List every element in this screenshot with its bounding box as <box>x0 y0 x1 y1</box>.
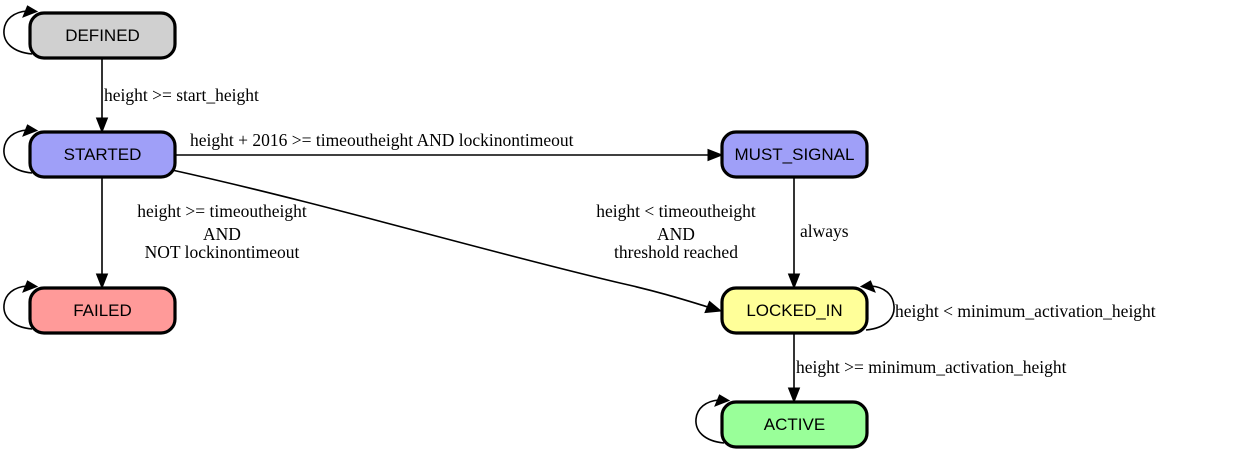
state-node-active-label: ACTIVE <box>764 415 825 434</box>
arrowhead-icon <box>95 273 109 290</box>
self-loop-locked-in <box>859 280 895 331</box>
edge-label-started-to-failed: height >= timeoutheight AND NOT lockinon… <box>137 201 307 262</box>
state-node-failed[interactable]: FAILED <box>28 286 177 335</box>
edge-label-locked-in-to-active: height >= minimum_activation_height <box>796 357 1067 377</box>
state-node-locked-in[interactable]: LOCKED_IN <box>720 286 869 335</box>
edge-line <box>3 129 33 174</box>
arrowhead-icon <box>787 273 801 290</box>
arrowhead-icon <box>704 300 723 314</box>
edge-label-locked-in-self: height < minimum_activation_height <box>895 301 1156 321</box>
state-node-defined-label: DEFINED <box>65 26 140 45</box>
edge-locked-in-to-active <box>787 333 801 404</box>
state-node-started[interactable]: STARTED <box>28 130 177 179</box>
state-node-must-signal-label: MUST_SIGNAL <box>735 145 855 164</box>
edge-line <box>865 285 895 331</box>
edge-line <box>695 399 725 444</box>
arrowhead-icon <box>95 117 109 134</box>
arrowhead-icon <box>714 394 731 407</box>
state-node-failed-shape[interactable] <box>28 286 177 335</box>
edge-label-started-to-failed-line3: NOT lockinontimeout <box>145 242 300 262</box>
arrowhead-icon <box>22 5 39 18</box>
edge-label-started-to-locked-in-line3: threshold reached <box>614 242 738 262</box>
arrowhead-icon <box>787 387 801 404</box>
state-node-started-label: STARTED <box>64 145 142 164</box>
edge-label-started-to-locked-in: height < timeoutheight AND threshold rea… <box>596 201 756 262</box>
edge-line <box>171 169 709 308</box>
edge-label-started-to-must-signal: height + 2016 >= timeoutheight AND locki… <box>190 130 574 150</box>
edge-label-defined-to-started: height >= start_height <box>104 85 259 105</box>
edge-label-started-to-locked-in-line2: AND <box>657 224 695 244</box>
edge-started-to-failed <box>95 177 109 290</box>
edge-label-started-to-locked-in-line1: height < timeoutheight <box>596 201 756 221</box>
edge-line <box>3 10 33 55</box>
edge-must-signal-to-locked-in <box>787 177 801 290</box>
state-node-must-signal-shape[interactable] <box>720 130 869 179</box>
edge-label-started-to-failed-line1: height >= timeoutheight <box>137 201 307 221</box>
state-node-started-shape[interactable] <box>28 130 177 179</box>
state-node-must-signal[interactable]: MUST_SIGNAL <box>720 130 869 179</box>
arrowhead-icon <box>22 280 39 293</box>
state-node-active-shape[interactable] <box>720 400 869 449</box>
edge-started-to-locked-in <box>171 169 723 314</box>
edge-defined-to-started <box>95 58 109 134</box>
self-loop-failed <box>3 280 39 330</box>
state-node-active[interactable]: ACTIVE <box>720 400 869 449</box>
state-node-locked-in-shape[interactable] <box>720 286 869 335</box>
self-loop-active <box>695 394 731 444</box>
self-loop-started <box>3 124 39 174</box>
state-node-defined-shape[interactable] <box>28 11 177 60</box>
arrowhead-icon <box>22 124 39 137</box>
state-node-failed-label: FAILED <box>73 301 132 320</box>
self-loop-defined <box>3 5 39 55</box>
state-node-defined[interactable]: DEFINED <box>28 11 177 60</box>
edge-started-to-must-signal <box>175 148 724 162</box>
arrowhead-icon <box>859 280 876 293</box>
arrowhead-icon <box>707 148 724 162</box>
edge-label-must-signal-to-locked-in: always <box>800 221 849 241</box>
edge-label-started-to-failed-line2: AND <box>203 224 241 244</box>
edge-line <box>3 285 33 330</box>
state-node-locked-in-label: LOCKED_IN <box>746 301 842 320</box>
